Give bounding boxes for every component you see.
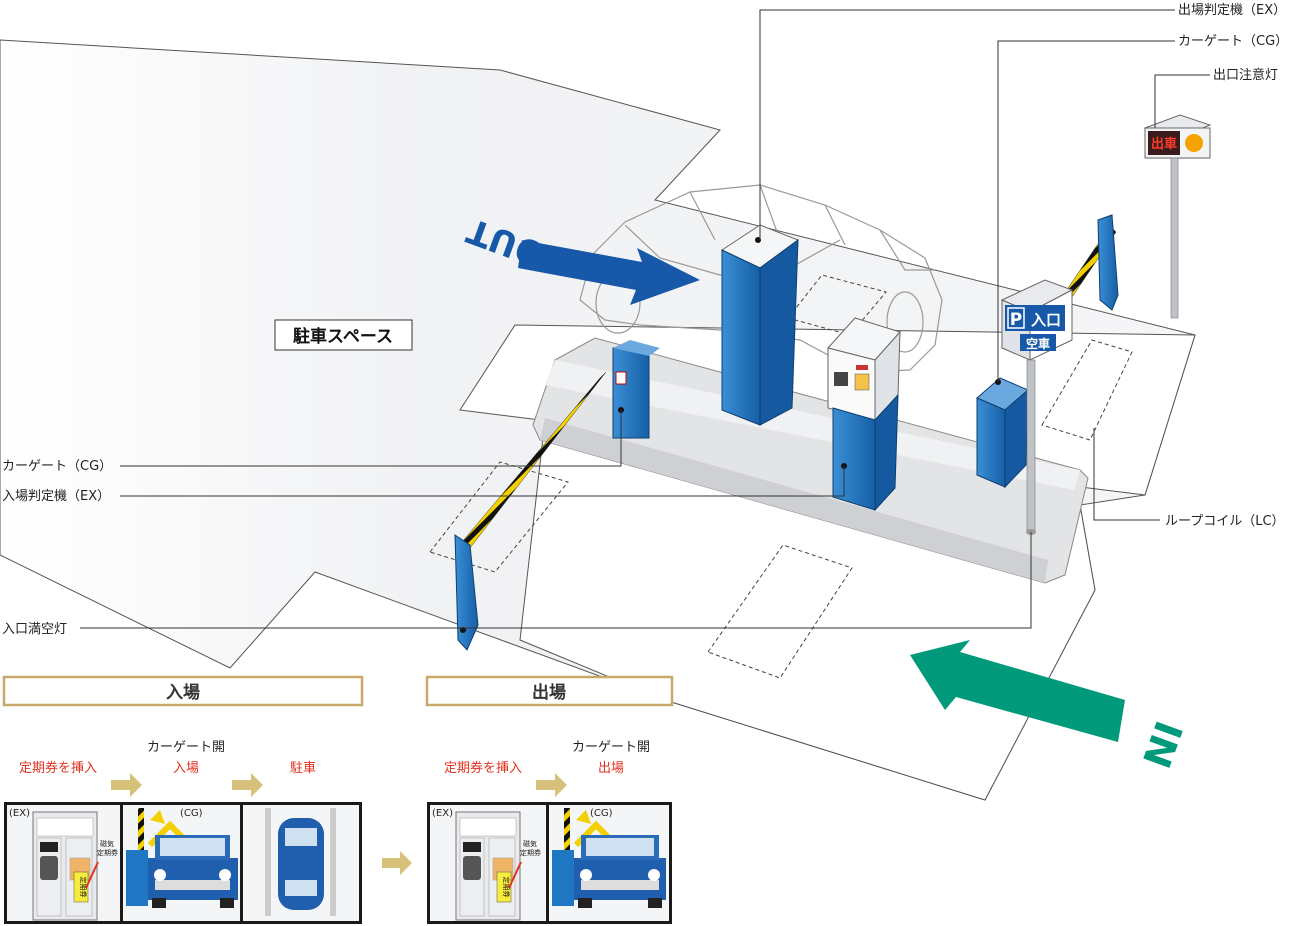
in-arrow-label: IN (1134, 715, 1191, 773)
entry-step2-bottom: 入場 (173, 761, 199, 776)
step-arrows (111, 773, 567, 875)
label-car-gate-left: カーゲート（CG） (2, 459, 112, 474)
exit-step2-bottom: 出場 (598, 761, 624, 776)
entry-car-gate (461, 340, 660, 549)
svg-text:(EX): (EX) (9, 808, 30, 819)
entry-step3: 駐車 (290, 761, 316, 776)
entry-sign-word: 入口 (1031, 311, 1061, 329)
svg-text:定期券: 定期券 (502, 877, 511, 898)
svg-text:出場: 出場 (532, 682, 566, 703)
loop-coils (429, 274, 1133, 679)
entry-sign-vacancy: 空車 (1026, 336, 1050, 351)
svg-text:定期券: 定期券 (97, 848, 118, 857)
exit-step1: 定期券を挿入 (444, 760, 522, 776)
entry-flow-header: 入場 (2, 675, 364, 707)
exit-judging-machine (720, 224, 800, 426)
exit-car-gate (976, 377, 1029, 489)
entry-sign-p: P (1010, 310, 1022, 330)
island (532, 337, 1089, 584)
svg-text:磁気: 磁気 (523, 839, 537, 848)
svg-text:(CG): (CG) (590, 808, 613, 819)
svg-text:(EX): (EX) (432, 808, 453, 819)
svg-text:駐車スペース: 駐車スペース (293, 326, 393, 347)
entry-step2-top: カーゲート開 (147, 740, 225, 755)
label-car-gate-top: カーゲート（CG） (1178, 34, 1288, 49)
svg-text:定期券: 定期券 (520, 848, 541, 857)
exit-panels: (EX) 定期券 磁気 定期券 (CG) (427, 802, 672, 924)
car-outline (579, 184, 943, 373)
entry-step1: 定期券を挿入 (19, 760, 97, 776)
label-exit-caution-light: 出口注意灯 (1213, 67, 1278, 83)
svg-text:定期券: 定期券 (79, 877, 88, 898)
exit-flow-header: 出場 (425, 675, 674, 707)
entry-sign: P 入口 空車 (1000, 279, 1074, 535)
svg-text:入場: 入場 (166, 683, 200, 703)
label-entry-machine: 入場判定機（EX） (2, 489, 110, 504)
exit-lamp-text: 出車 (1151, 136, 1177, 152)
svg-text:磁気: 磁気 (100, 839, 114, 848)
parking-space-label: 駐車スペース (274, 319, 413, 351)
entry-judging-machine (827, 317, 901, 512)
label-entry-vacancy-light: 入口満空灯 (2, 622, 67, 637)
exit-caution-light: 出車 (1143, 114, 1212, 319)
leader-lines (80, 9, 1210, 629)
exit-step2-top: カーゲート開 (572, 740, 650, 755)
svg-text:(CG): (CG) (180, 808, 203, 819)
right-barrier (1063, 214, 1119, 311)
entry-panels: (EX) 定期券 磁気 定期券 (CG) (4, 802, 362, 924)
label-exit-machine: 出場判定機（EX） (1178, 3, 1286, 18)
label-loop-coil: ループコイル（LC） (1165, 514, 1285, 529)
